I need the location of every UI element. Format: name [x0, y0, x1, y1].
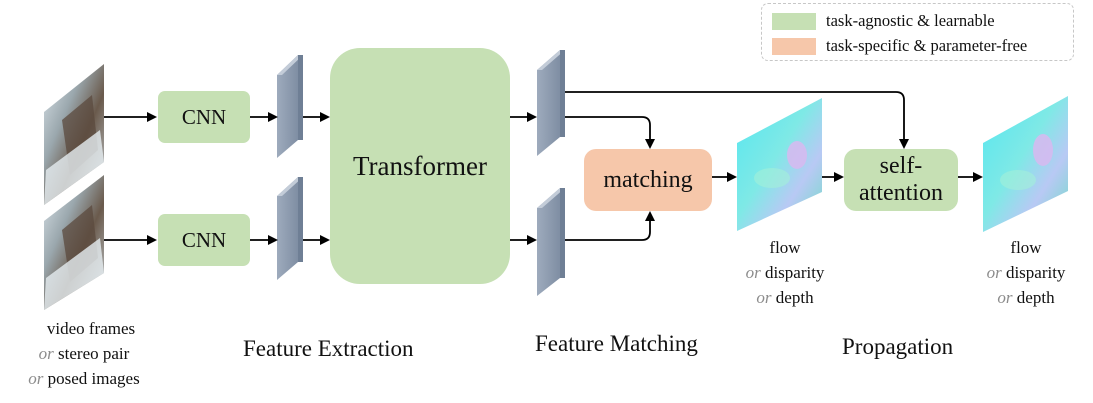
self-attention-box: self- attention — [844, 149, 958, 211]
matching-output-line1: flow — [769, 238, 801, 257]
matching-box: matching — [584, 149, 712, 211]
legend-swatch-parameter-free — [772, 38, 816, 55]
self-attention-line2: attention — [859, 180, 943, 206]
transformer-feature-map-top — [537, 50, 565, 156]
cnn-top-box: CNN — [158, 91, 250, 143]
connection-arrows — [104, 91, 983, 245]
input-frame-bottom — [44, 175, 104, 310]
stage-propagation: Propagation — [842, 334, 954, 359]
cnn-feature-map-top — [277, 55, 303, 158]
cnn-bottom-box: CNN — [158, 214, 250, 266]
propagation-output-line1: flow — [1010, 238, 1042, 257]
arrow-feature-to-self-attention — [565, 91, 909, 149]
arrow-feature-top-to-matching — [565, 116, 655, 149]
propagation-output-line2: or disparity — [986, 263, 1066, 282]
legend-label-parameter-free: task-specific & parameter-free — [826, 36, 1028, 55]
transformer-feature-map-bottom — [537, 188, 565, 296]
legend: task-agnostic & learnable task-specific … — [761, 3, 1074, 61]
input-label-line1: video frames — [46, 319, 136, 338]
propagation-output-line3: or depth — [997, 288, 1055, 307]
self-attention-line1: self- — [879, 153, 923, 179]
matching-output-map — [737, 98, 822, 231]
input-label-line3: or posed images — [28, 369, 140, 388]
input-label-line2: or stereo pair — [38, 344, 130, 363]
input-label: video frames or stereo pair or posed ima… — [0, 316, 168, 391]
legend-label-learnable: task-agnostic & learnable — [826, 11, 995, 30]
propagation-output-label: flow or disparity or depth — [966, 235, 1086, 310]
matching-output-label: flow or disparity or depth — [725, 235, 845, 310]
stage-feature-extraction: Feature Extraction — [243, 336, 414, 361]
stage-feature-matching: Feature Matching — [535, 331, 698, 356]
legend-swatch-learnable — [772, 13, 816, 30]
transformer-box: Transformer — [330, 48, 510, 284]
arrow-feature-bottom-to-matching — [565, 211, 655, 241]
matching-output-line2: or disparity — [745, 263, 825, 282]
input-frame-top — [44, 64, 104, 205]
cnn-feature-map-bottom — [277, 177, 303, 280]
propagation-output-map — [983, 96, 1068, 232]
matching-output-line3: or depth — [756, 288, 814, 307]
